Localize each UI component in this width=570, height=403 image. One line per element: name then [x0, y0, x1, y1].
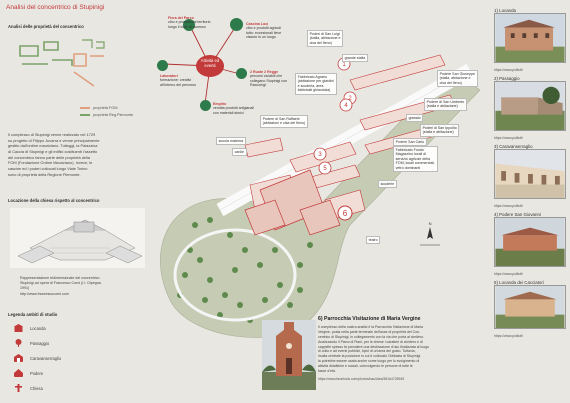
- photo-column: 1) Locanda https://www.politoit/ 2) Pass…: [494, 8, 566, 338]
- location-heading: Locazione della chiesa rispetto al conce…: [8, 198, 100, 203]
- map-label-teatro: tealro: [366, 236, 381, 245]
- event-node-bike: 2 Ruote 2 Regge percorsi ciclabili che c…: [250, 70, 287, 87]
- map-label-fabbricato-agrario: Fabbricato Agrario (abitazione per giard…: [295, 73, 337, 95]
- bike-node-icon: [236, 68, 247, 79]
- map-label-granaio: granaio: [406, 114, 424, 123]
- site-map: 1 2 3 4 5 6 N: [160, 54, 481, 338]
- warehouse-icon: [14, 354, 23, 362]
- page-title: Analisi del concentrico di Stupinigi: [6, 4, 105, 11]
- legend-swatch: [80, 106, 90, 109]
- render-source-link[interactable]: http://www.francescocorni.com: [20, 291, 69, 296]
- events-center-label: Attività ed eventi: [200, 58, 220, 69]
- legend-swatch: [80, 113, 90, 116]
- render-caption: Rappresentazione tridimensionale del con…: [20, 276, 150, 297]
- map-label-fabbricato-fondo: Fabbricato Fondo Magazzino locali di ser…: [393, 146, 438, 173]
- event-node-cascina: Cascina Loci cibo e prodotti agricoli tu…: [246, 22, 282, 39]
- map-label-grande-stalla: grande stalla: [342, 54, 368, 63]
- event-node-laboratori: Laboratori formazione: creativi all'inte…: [160, 74, 197, 87]
- property-schematic: [19, 39, 105, 87]
- empirio-node-icon: [200, 100, 211, 111]
- study-legend: Locanda Passaggio Caravanserraglio Poder…: [14, 323, 61, 393]
- map-label-canile: canile: [232, 148, 247, 157]
- map-marker-1[interactable]: 1: [342, 62, 346, 68]
- fiera-node-icon: [183, 19, 195, 31]
- tree-icon: [15, 339, 22, 347]
- history-paragraph: Il complesso di Stupinigi venne realizza…: [8, 132, 100, 177]
- church-description: Il complesso della nostra analisi è la P…: [318, 325, 429, 374]
- building-icon: [14, 324, 23, 332]
- church-icon: [15, 384, 22, 392]
- photo-locanda: [494, 13, 566, 63]
- concentric-render-sketch: [10, 208, 145, 268]
- photo-card-locanda[interactable]: 1) Locanda https://www.politoit/: [494, 8, 566, 72]
- map-marker-2[interactable]: 2: [348, 96, 352, 102]
- photo-san-giovanni: [494, 217, 566, 267]
- photo-card-caravanserraglio[interactable]: 3) Caravanserraglio https://www.politoit…: [494, 144, 566, 208]
- laboratori-node-icon: [157, 60, 168, 71]
- map-label-san-ippolito: Poderi di San Ippolito (stalla e abitazi…: [420, 124, 460, 137]
- photo-cacciatori: [494, 285, 566, 329]
- map-label-san-umberto: Podere di San Umberto (stalla e abitazio…: [424, 98, 467, 111]
- church-source-link[interactable]: https://www.facebook.com/photos/bau/idea…: [318, 376, 405, 381]
- event-node-fiera: Fiera del Parco cibo e prodotti dal terr…: [168, 16, 211, 29]
- map-label-san-luigi: Poderi di San Luigi (stalla, abitazione …: [307, 30, 344, 48]
- north-arrow: N: [420, 221, 440, 246]
- map-label-scuderie: scuderie: [378, 180, 397, 189]
- owners-heading: Analisi delle proprietà del concentrico: [8, 24, 84, 29]
- house-icon: [14, 369, 23, 377]
- map-marker-3[interactable]: 3: [318, 152, 322, 158]
- owners-legend-reg: proprietà Reg.Piemonte: [80, 111, 133, 118]
- map-label-san-carlo: Podere San Carlo: [393, 138, 427, 147]
- photo-card-passaggio[interactable]: 2) Passaggio https://www.politoit/: [494, 76, 566, 140]
- photo-caravanserraglio: [494, 149, 566, 199]
- legend-item-chiesa: Chiesa: [14, 383, 61, 393]
- map-label-san-giuseppe: Podere San Giuseppe (stalla, abitazione …: [437, 70, 478, 88]
- map-marker-6[interactable]: 6: [343, 209, 348, 218]
- legend-item-caravanserraglio: Caravanserraglio: [14, 353, 61, 363]
- church-panel: 6) Parrocchia Visitazione di Maria Vergi…: [318, 316, 483, 381]
- cascina-node-icon: [230, 18, 243, 31]
- legend-item-passaggio: Passaggio: [14, 338, 61, 348]
- map-marker-4[interactable]: 4: [344, 103, 348, 109]
- church-title: 6) Parrocchia Visitazione di Maria Vergi…: [318, 316, 421, 322]
- legend-heading: Legenda ambiti di studio: [8, 312, 58, 317]
- events-center-node: [196, 55, 224, 77]
- events-connectors: [163, 25, 241, 105]
- event-node-empirio: Empirio vendita prodotti artigianali con…: [213, 102, 254, 115]
- map-marker-5[interactable]: 5: [323, 166, 327, 172]
- legend-item-podere: Podere: [14, 368, 61, 378]
- map-label-san-raffaele: Podere di San Raffaele (abitazioni e cis…: [260, 115, 308, 128]
- photo-card-san-giovanni[interactable]: 4) Podere San Giovanni https://www.polit…: [494, 212, 566, 276]
- church-photo: [262, 320, 316, 390]
- map-label-scuola-materna: scuola materna: [216, 137, 246, 146]
- photo-passaggio: [494, 81, 566, 131]
- legend-item-locanda: Locanda: [14, 323, 61, 333]
- photo-card-cacciatori[interactable]: 5) Locanda dei Cacciatori https://www.po…: [494, 280, 566, 338]
- owners-legend-fom: proprietà FOM: [80, 104, 133, 111]
- north-label: N: [429, 221, 432, 226]
